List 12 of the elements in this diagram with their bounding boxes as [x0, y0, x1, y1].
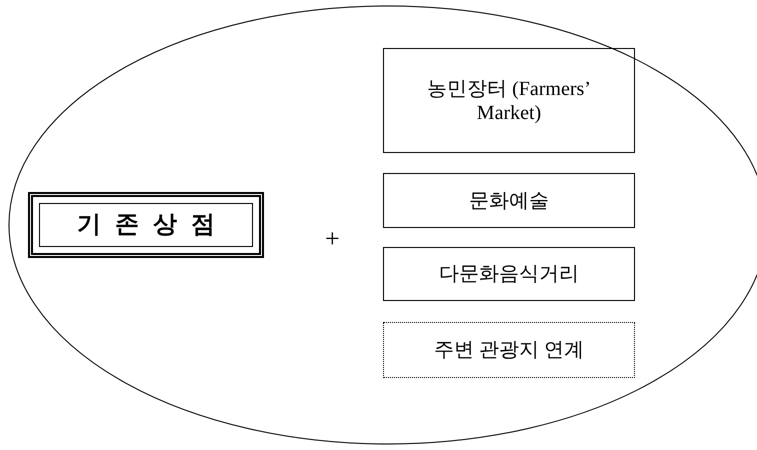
dotted-box [383, 322, 635, 378]
store-label: 기존상점 [77, 210, 229, 240]
plus-sign: + [325, 224, 340, 254]
ellipse-boundary [8, 5, 757, 445]
program-box [383, 247, 635, 301]
program-label: 주변 관광지 연계 [434, 338, 584, 362]
program-box [383, 173, 635, 228]
program-label: 문화예술 [469, 188, 549, 212]
program-label: 다문화음식거리 [439, 262, 579, 286]
program-box [383, 48, 635, 153]
store-box [28, 192, 264, 258]
program-label: 농민장터 (Farmers’ Market) [426, 76, 592, 124]
